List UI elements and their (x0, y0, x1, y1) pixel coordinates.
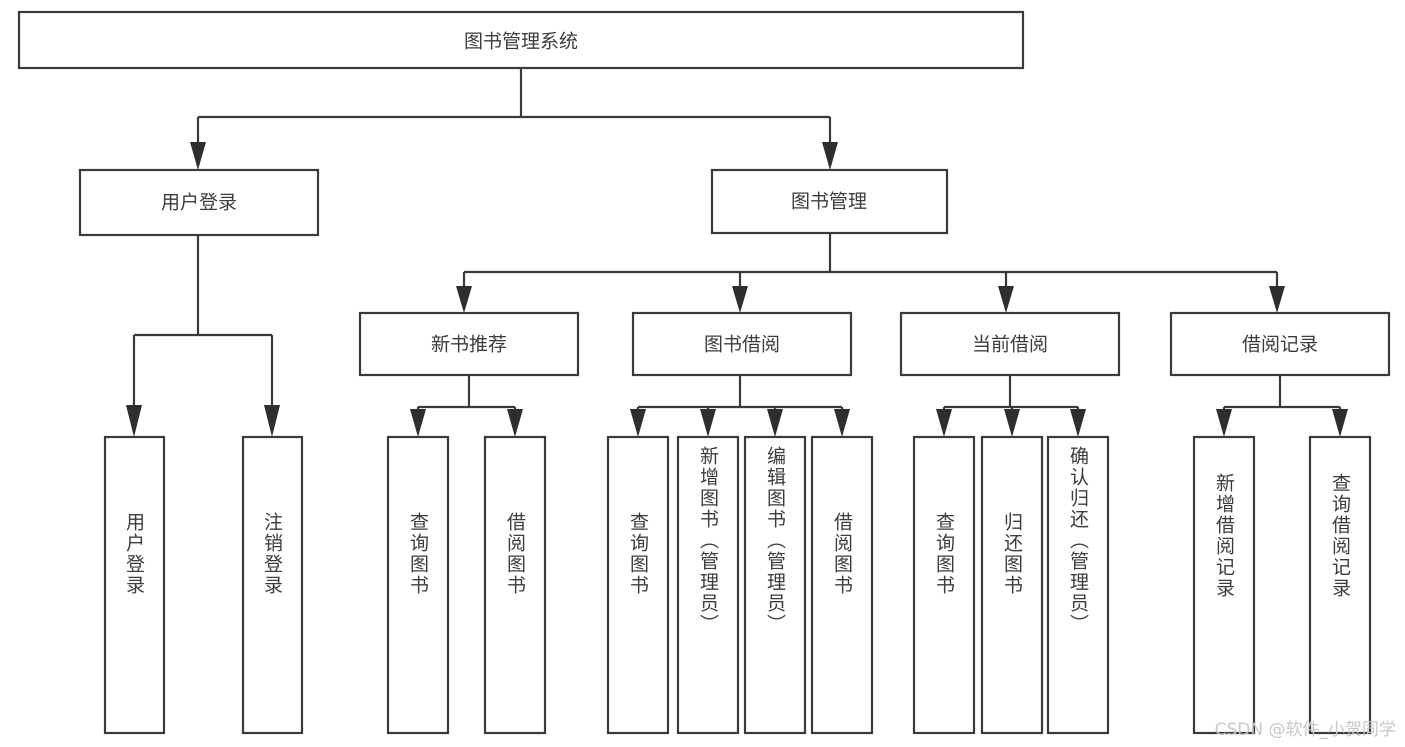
arrowhead-current-borrow (998, 286, 1014, 313)
node-book-management-box[interactable] (710, 168, 949, 235)
node-book-management-label: 图书管理 (791, 191, 867, 213)
leaf-recommend-borrow-book-box[interactable] (483, 435, 547, 735)
leaf-borrow-borrow-book-box[interactable] (810, 435, 874, 735)
node-root-box[interactable] (17, 10, 1025, 70)
node-new-book-recommend-box[interactable] (358, 311, 580, 377)
arrowhead-book-borrow (732, 286, 748, 313)
leaf-records-add-record[interactable]: 新增借阅记录 (1192, 435, 1256, 735)
leaf-user-login-box[interactable] (103, 435, 166, 735)
leaf-borrow-borrow-book[interactable]: 借阅图书 (810, 435, 874, 735)
watermark-label: CSDN @软件_小贺同学 (1215, 720, 1396, 740)
leaf-records-add-record-label: 新增借阅记录 (1213, 473, 1235, 599)
leaf-borrow-add-book-label: 新增图书（管理员） (697, 446, 719, 635)
node-book-management[interactable]: 图书管理 (710, 168, 949, 235)
leaf-borrow-add-book-box[interactable] (676, 435, 740, 735)
node-current-borrow[interactable]: 当前借阅 (899, 311, 1121, 377)
arrowhead-current-leaf-1 (936, 409, 952, 437)
leaf-logout[interactable]: 注销登录 (241, 435, 304, 735)
leaf-logout-box[interactable] (241, 435, 304, 735)
node-root[interactable]: 图书管理系统 (17, 10, 1025, 70)
leaf-recommend-borrow-book[interactable]: 借阅图书 (483, 435, 547, 735)
arrowhead-records-leaf-1 (1216, 409, 1232, 437)
node-current-borrow-label: 当前借阅 (972, 334, 1048, 356)
leaf-current-confirm-return-box[interactable] (1046, 435, 1110, 735)
arrowhead-leaf-logout (264, 405, 280, 437)
node-new-book-recommend-label: 新书推荐 (431, 334, 507, 356)
leaf-borrow-query-book[interactable]: 查询图书 (606, 435, 670, 735)
leaf-current-return-book-label: 归还图书 (1001, 512, 1023, 596)
connector-layer (126, 68, 1348, 437)
node-user-login-label: 用户登录 (161, 192, 237, 214)
node-borrow-records-box[interactable] (1169, 311, 1391, 377)
arrowhead-book-mgmt (822, 142, 838, 170)
arrowhead-borrow-leaf-2 (700, 409, 716, 437)
leaf-borrow-query-book-box[interactable] (606, 435, 670, 735)
arrowhead-borrow-leaf-4 (834, 409, 850, 437)
leaf-current-confirm-return[interactable]: 确认归还（管理员） (1046, 435, 1110, 735)
arrowhead-recommend-leaf-2 (507, 409, 523, 437)
arrowhead-user-login (190, 142, 206, 170)
leaf-current-query-book-label: 查询图书 (933, 512, 955, 596)
arrowhead-records-leaf-2 (1332, 409, 1348, 437)
node-book-borrow[interactable]: 图书借阅 (631, 311, 853, 377)
node-borrow-records[interactable]: 借阅记录 (1169, 311, 1391, 377)
arrowhead-current-leaf-2 (1004, 409, 1020, 437)
leaf-recommend-query-book-label: 查询图书 (407, 512, 429, 596)
leaf-user-login[interactable]: 用户登录 (103, 435, 166, 735)
node-book-borrow-label: 图书借阅 (704, 334, 780, 356)
node-book-borrow-box[interactable] (631, 311, 853, 377)
leaf-recommend-query-book-box[interactable] (386, 435, 450, 735)
leaf-records-add-record-box[interactable] (1192, 435, 1256, 735)
leaf-current-return-book-box[interactable] (980, 435, 1044, 735)
node-user-login[interactable]: 用户登录 (78, 168, 320, 237)
leaf-records-query-record-box[interactable] (1308, 435, 1372, 735)
arrowhead-new-book-recommend (456, 286, 472, 313)
leaf-records-query-record[interactable]: 查询借阅记录 (1308, 435, 1372, 735)
leaf-recommend-query-book[interactable]: 查询图书 (386, 435, 450, 735)
leaf-current-query-book-box[interactable] (912, 435, 976, 735)
leaf-user-login-label: 用户登录 (123, 512, 145, 596)
arrowhead-leaf-user-login (126, 405, 142, 437)
leaf-borrow-edit-book-label: 编辑图书（管理员） (764, 446, 786, 635)
leaf-borrow-add-book[interactable]: 新增图书（管理员） (676, 435, 740, 735)
leaf-logout-label: 注销登录 (261, 512, 283, 596)
node-root-label: 图书管理系统 (464, 31, 578, 53)
arrowhead-borrow-leaf-3 (767, 409, 783, 437)
leaf-borrow-query-book-label: 查询图书 (627, 512, 649, 596)
node-user-login-box[interactable] (78, 168, 320, 237)
arrowhead-borrow-leaf-1 (630, 409, 646, 437)
arrowhead-recommend-leaf-1 (410, 409, 426, 437)
node-borrow-records-label: 借阅记录 (1242, 334, 1318, 356)
leaf-current-query-book[interactable]: 查询图书 (912, 435, 976, 735)
leaf-borrow-edit-book-box[interactable] (743, 435, 807, 735)
node-current-borrow-box[interactable] (899, 311, 1121, 377)
arrowhead-borrow-records (1269, 286, 1285, 313)
leaf-borrow-edit-book[interactable]: 编辑图书（管理员） (743, 435, 807, 735)
leaf-current-return-book[interactable]: 归还图书 (980, 435, 1044, 735)
arrowhead-current-leaf-3 (1070, 409, 1086, 437)
leaf-borrow-borrow-book-label: 借阅图书 (831, 512, 853, 596)
leaf-recommend-borrow-book-label: 借阅图书 (504, 512, 526, 596)
node-new-book-recommend[interactable]: 新书推荐 (358, 311, 580, 377)
leaf-records-query-record-label: 查询借阅记录 (1329, 473, 1351, 599)
leaf-current-confirm-return-label: 确认归还（管理员） (1067, 446, 1089, 635)
